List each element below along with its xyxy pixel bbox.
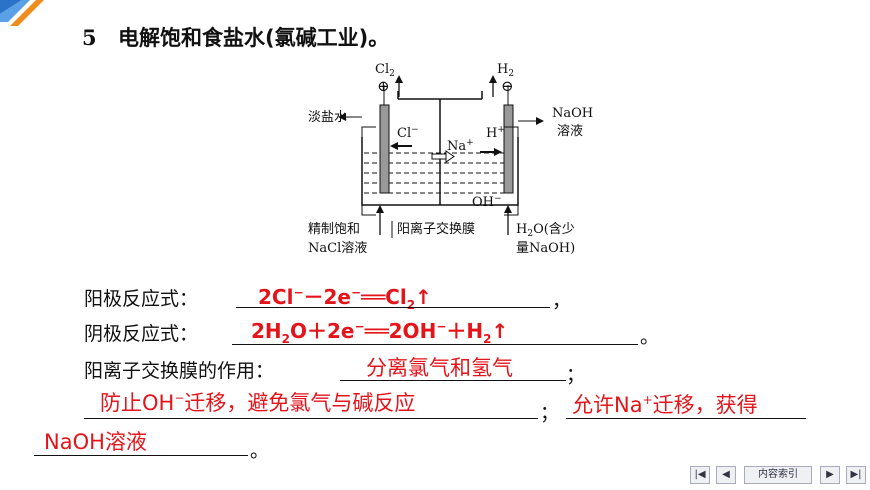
bottom-mid-label: 阳离子交换膜: [397, 221, 475, 237]
cathode-electrode: [503, 104, 514, 194]
membrane-sep-2: ；: [540, 402, 560, 424]
problem-title: 5 电解饱和食盐水(氯碱工业)。: [82, 22, 389, 52]
problem-title-text: 电解饱和食盐水(氯碱工业)。: [118, 26, 390, 50]
membrane-sep-1: ；: [566, 364, 586, 386]
membrane-end: 。: [250, 440, 270, 462]
membrane-underline-4: [34, 455, 248, 456]
corner-decoration: [0, 0, 44, 26]
membrane-answer-3: 允许Na+迁移，获得: [572, 393, 758, 417]
right-outlet-label-2: 溶液: [557, 124, 583, 139]
membrane-answer-4: NaOH溶液: [44, 430, 147, 454]
membrane-label: 阳离子交换膜的作用：: [84, 360, 275, 382]
left-outlet-label: 淡盐水: [308, 110, 347, 125]
electrolysis-cell-diagram: ⊕ ⊖ Cl2 H2 淡盐水 NaOH 溶液 Cl− Na+ H+ OH− 精制…: [308, 62, 593, 256]
problem-number: 5: [82, 25, 97, 50]
anode-terminal-icon: ⊕: [377, 77, 390, 95]
bottom-right-label-1: H2O(含少: [516, 221, 575, 239]
na-ion-label: Na+: [447, 138, 474, 154]
h-ion-label: H+: [486, 125, 505, 141]
oh-ion-label: OH−: [472, 194, 502, 210]
cl-ion-label: Cl−: [397, 125, 419, 141]
cathode-tail: 。: [640, 326, 660, 348]
nav-index-button[interactable]: 内容索引: [744, 466, 812, 484]
membrane-underline-1: [340, 380, 566, 381]
anode-tail: ，: [552, 290, 572, 312]
membrane-answer-1: 分离氯气和氢气: [366, 356, 513, 380]
anode-equation: 2Cl−－2e−══Cl2↑: [258, 285, 432, 312]
cathode-equation: 2H2O＋2e−══2OH−＋H2↑: [251, 319, 509, 346]
membrane-underline-2: [84, 418, 538, 419]
anode-underline: [236, 307, 550, 308]
cl2-label: Cl2: [375, 62, 395, 79]
nav-first-button[interactable]: |◀: [690, 466, 710, 484]
h2-label: H2: [497, 62, 514, 79]
cathode-label: 阴极反应式：: [84, 323, 199, 345]
membrane-underline-3: [566, 418, 806, 419]
anode-electrode: [379, 104, 390, 194]
nav-next-button[interactable]: ▶: [820, 466, 840, 484]
nav-last-button[interactable]: ▶|: [846, 466, 866, 484]
bottom-left-label-2: NaCl溶液: [308, 241, 367, 256]
bottom-left-label-1: 精制饱和: [308, 222, 360, 237]
bottom-right-label-2: 量NaOH): [516, 241, 575, 256]
nav-prev-button[interactable]: ◀: [716, 466, 736, 484]
cathode-terminal-icon: ⊖: [501, 77, 514, 95]
cathode-underline: [232, 344, 638, 345]
anode-label: 阳极反应式：: [84, 288, 199, 310]
membrane-answer-2: 防止OH−迁移，避免氯气与碱反应: [100, 391, 416, 415]
right-outlet-label-1: NaOH: [552, 106, 593, 121]
